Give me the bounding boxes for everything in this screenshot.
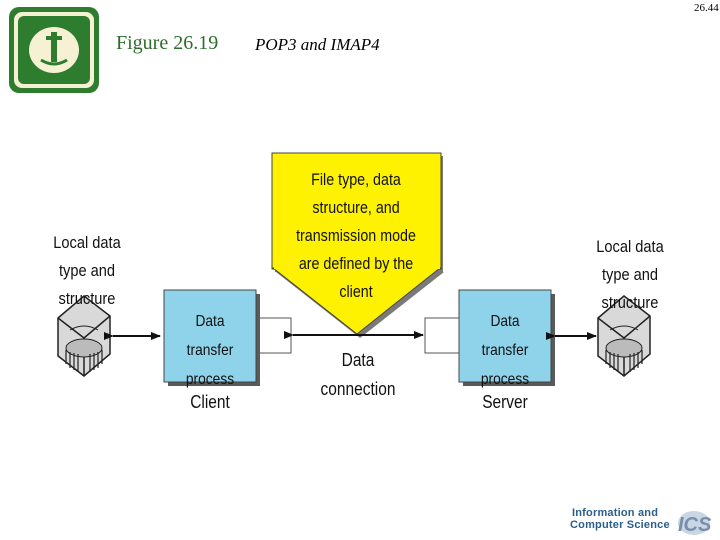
left-disk-icon bbox=[57, 295, 111, 377]
slide-number: 26.44 bbox=[694, 2, 719, 14]
figure-title: POP3 and IMAP4 bbox=[255, 35, 380, 54]
data-connection-label: Data connection bbox=[320, 350, 396, 399]
server-dtp-label: Data transfer process bbox=[480, 313, 530, 388]
server-port bbox=[424, 317, 461, 354]
callout-text: File type, data structure, and transmiss… bbox=[296, 170, 416, 301]
ics-mark: ICS bbox=[678, 514, 712, 536]
client-label: Client bbox=[190, 392, 230, 412]
client-dtp-label: Data transfer process bbox=[185, 313, 235, 388]
right-disk-icon bbox=[597, 295, 651, 377]
client-dtp-box bbox=[163, 289, 260, 386]
footer-text-line2: Computer Science bbox=[570, 519, 670, 531]
university-seal-logo bbox=[9, 7, 99, 93]
server-label: Server bbox=[482, 392, 528, 412]
client-port bbox=[255, 317, 292, 354]
server-dtp-box bbox=[458, 289, 555, 386]
footer-text-line1: Information and bbox=[572, 507, 659, 519]
ics-footer-logo: ICS bbox=[678, 511, 712, 536]
local-data-label-left: Local data type and structure bbox=[53, 233, 121, 308]
local-data-label-right: Local data type and structure bbox=[596, 237, 664, 312]
figure-label: Figure 26.19 bbox=[116, 32, 219, 54]
callout-shape bbox=[271, 152, 444, 338]
